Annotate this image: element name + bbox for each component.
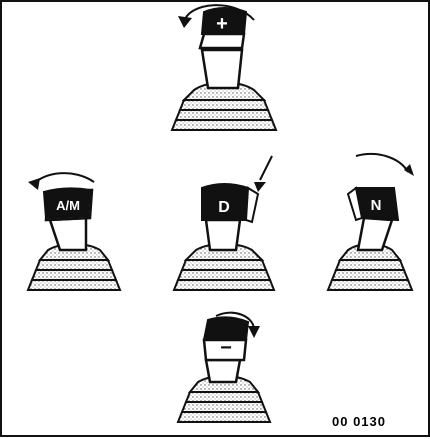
lever-label: A/M bbox=[56, 198, 80, 213]
boot-base bbox=[172, 83, 276, 131]
lever-stem bbox=[50, 218, 86, 250]
figure-reference-code: 00 0130 bbox=[332, 414, 386, 429]
lever-stem bbox=[202, 50, 242, 88]
curved-arrow-right-icon bbox=[356, 154, 408, 172]
lever-knob bbox=[200, 34, 244, 48]
lever-plus: + bbox=[172, 5, 276, 130]
arrow-down-icon bbox=[260, 156, 272, 180]
curved-arrow-left-icon bbox=[34, 173, 94, 184]
lever-label: + bbox=[216, 13, 228, 35]
lever-minus: − bbox=[178, 313, 270, 422]
lever-am: A/M bbox=[28, 173, 120, 290]
lever-label: − bbox=[220, 337, 232, 359]
lever-label: N bbox=[371, 197, 382, 214]
lever-stem bbox=[358, 218, 392, 250]
lever-stem bbox=[206, 220, 240, 250]
lever-label: D bbox=[218, 199, 230, 216]
lever-drive: D bbox=[174, 156, 274, 290]
lever-neutral: N bbox=[328, 154, 414, 290]
lever-stem bbox=[206, 360, 240, 382]
